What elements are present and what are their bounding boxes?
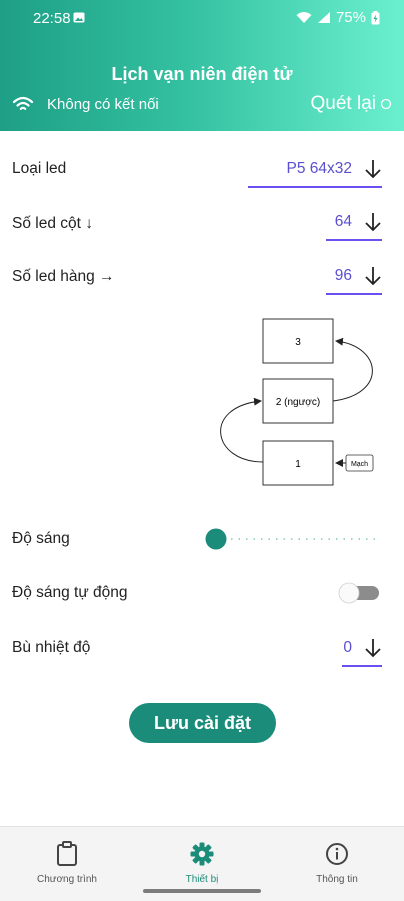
arrow-2-to-3 (332, 337, 373, 402)
panel-box (262, 440, 334, 486)
app-header: 22:58 75% Lịch vạn niên điện tử Không có… (0, 0, 404, 131)
battery-charging-icon (371, 10, 380, 24)
clipboard-icon (57, 841, 77, 866)
led-columns-label: Số led cột ↓ (12, 215, 93, 232)
arrow-1-to-2 (220, 397, 264, 463)
status-time: 22:58 (33, 10, 71, 27)
nav-item-info[interactable]: Thông tin (282, 841, 392, 885)
gear-icon (190, 842, 214, 866)
auto-brightness-label: Độ sáng tự động (12, 584, 128, 601)
rescan-button[interactable]: Quét lại (311, 93, 392, 115)
temp-compensation-value: 0 (343, 639, 352, 656)
input-label: Mạch (351, 461, 368, 468)
slider-thumb[interactable] (205, 528, 227, 550)
gesture-home-bar[interactable] (143, 889, 261, 893)
panel-box (262, 378, 334, 424)
brightness-slider[interactable] (205, 528, 379, 550)
led-rows-dropdown[interactable]: 96 (326, 259, 382, 295)
rescan-label: Quét lại (310, 93, 376, 114)
led-columns-value: 64 (334, 213, 352, 230)
cell-signal-icon (317, 12, 330, 23)
bottom-navigation: Chương trình Thiết bị Thông tin (0, 826, 404, 901)
led-rows-label: Số led hàng → (12, 268, 115, 285)
nav-item-program[interactable]: Chương trình (12, 841, 122, 885)
info-icon (326, 843, 348, 865)
battery-percent: 75% (335, 9, 366, 26)
page-title: Lịch vạn niên điện tử (111, 64, 293, 84)
wifi-signal-icon (296, 12, 312, 23)
save-settings-button[interactable]: Lưu cài đặt (129, 703, 276, 743)
arrow-down-icon (364, 159, 382, 179)
status-bar: 22:58 75% (0, 0, 404, 36)
led-type-label: Loại led (12, 160, 67, 177)
nav-label: Thông tin (316, 874, 358, 885)
photo-notification-icon (73, 12, 85, 23)
led-type-value: P5 64x32 (286, 160, 353, 177)
panel-label: 3 (295, 337, 301, 348)
temp-compensation-label: Bù nhiệt độ (12, 639, 91, 656)
arrow-down-icon (364, 638, 382, 658)
led-rows-value: 96 (334, 267, 352, 284)
led-type-dropdown[interactable]: P5 64x32 (248, 152, 382, 188)
led-columns-dropdown[interactable]: 64 (326, 205, 382, 241)
arrow-down-icon (364, 266, 382, 286)
status-right: 75% (296, 9, 380, 26)
temp-compensation-dropdown[interactable]: 0 (342, 631, 382, 667)
connection-status: Không có kết nối (47, 96, 159, 113)
wifi-icon (12, 96, 34, 110)
loading-circle-icon (380, 98, 392, 110)
auto-brightness-toggle[interactable] (338, 582, 380, 604)
panel-label: 2 (ngược) (276, 397, 320, 408)
brightness-label: Độ sáng (12, 530, 70, 547)
arrow-down-icon (364, 212, 382, 232)
nav-label: Thiết bị (185, 874, 219, 885)
led-panel-diagram: 3 2 (ngược) 1 Mạch (220, 318, 374, 486)
panel-label: 1 (295, 459, 301, 470)
nav-item-device[interactable]: Thiết bị (147, 841, 257, 885)
nav-label: Chương trình (37, 874, 97, 885)
panel-box (262, 318, 334, 364)
